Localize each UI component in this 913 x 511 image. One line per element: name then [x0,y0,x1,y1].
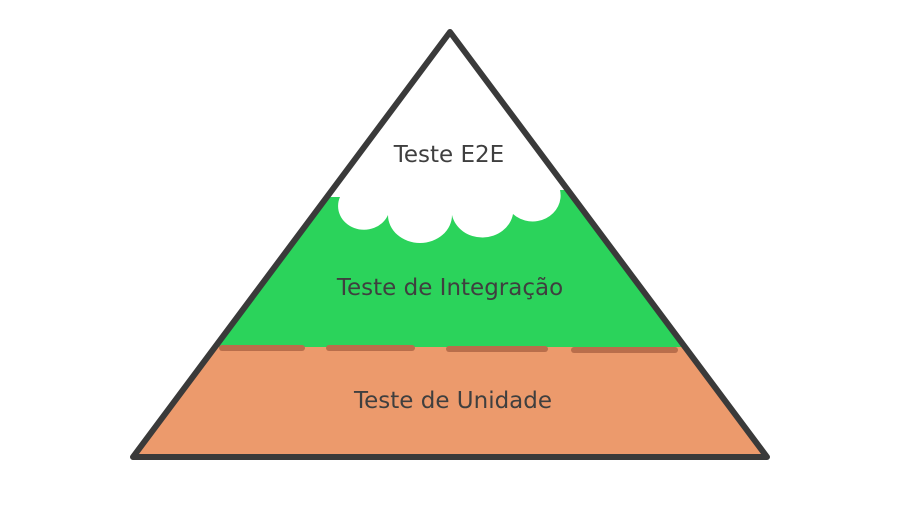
soil-boundary-dashes [219,345,678,353]
integration-label: Teste de Integração [336,275,563,301]
unit-label: Teste de Unidade [353,388,552,414]
unit-tier [133,346,767,457]
pyramid-outline [130,29,770,460]
e2e-label: Teste E2E [393,142,504,168]
e2e-tier-snowcap [200,32,700,243]
